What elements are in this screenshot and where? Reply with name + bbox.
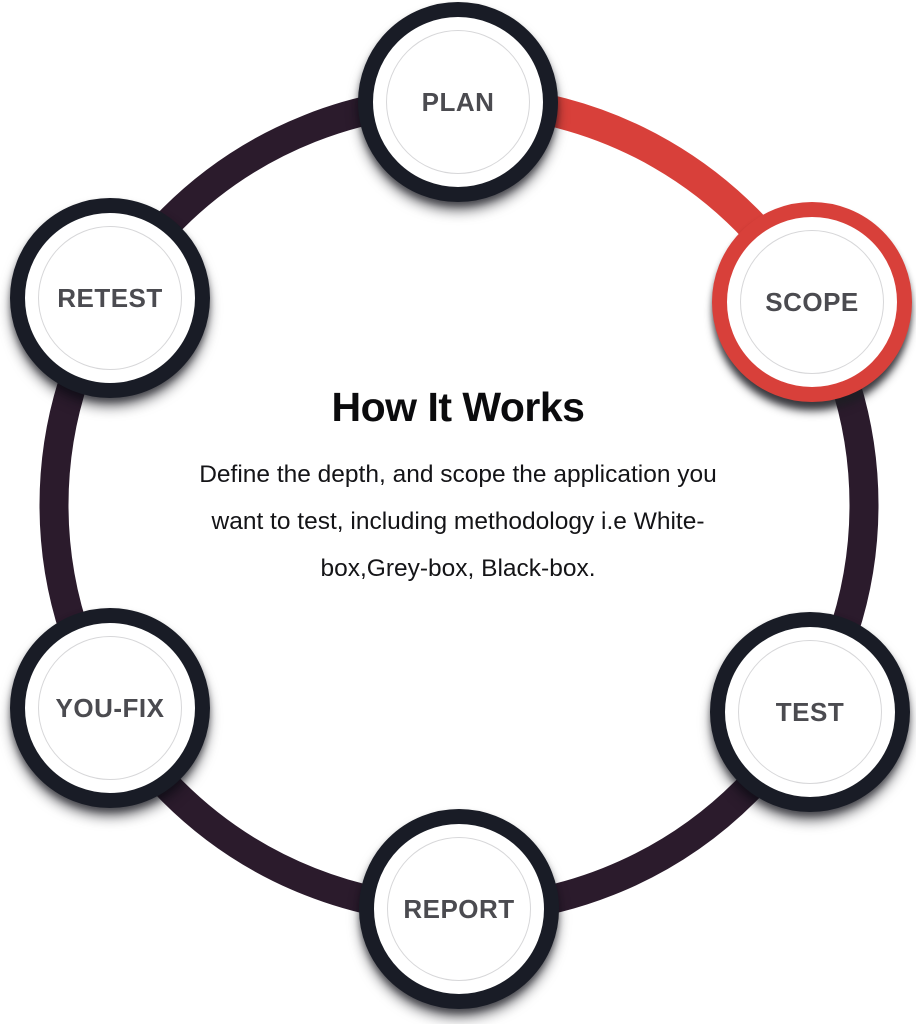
step-label: SCOPE [765,286,859,317]
step-node-report[interactable]: REPORT [359,809,559,1009]
step-label: TEST [775,696,845,727]
page-title: How It Works [331,384,585,430]
step-node-scope[interactable]: SCOPE [712,202,912,402]
center-text-block: How It Works Define the depth, and scope… [180,384,736,592]
step-label: RETEST [57,282,163,313]
step-label: REPORT [403,893,515,924]
step-label: YOU-FIX [55,692,165,723]
step-label: PLAN [421,86,495,117]
step-node-you-fix[interactable]: YOU-FIX [10,608,210,808]
step-node-test[interactable]: TEST [710,612,910,812]
step-description: Define the depth, and scope the applicat… [199,461,717,583]
step-node-plan[interactable]: PLAN [358,2,558,202]
step-node-retest[interactable]: RETEST [10,198,210,398]
